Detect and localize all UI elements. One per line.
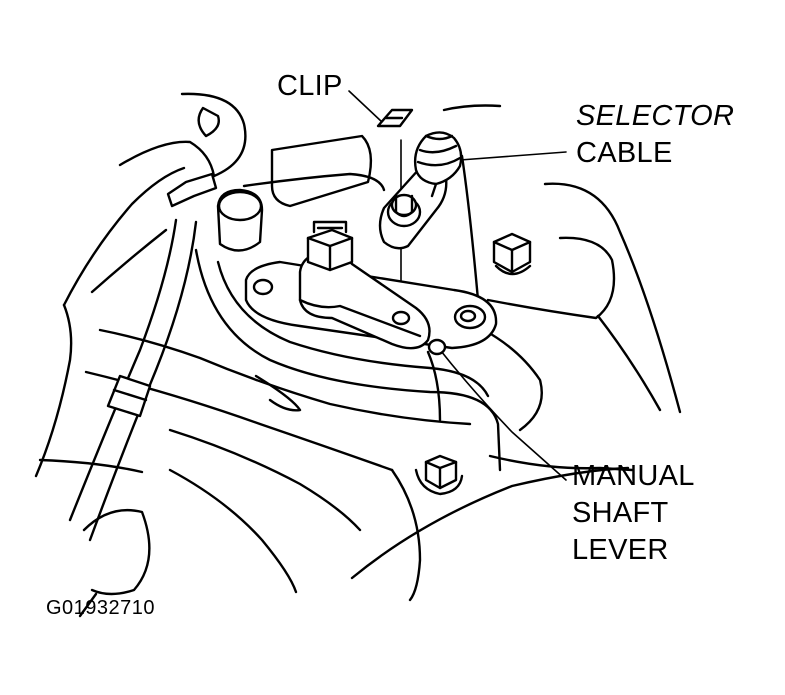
bolt-upper-right — [492, 232, 532, 276]
shaft-label: SHAFT — [572, 497, 669, 529]
lever-nut — [306, 220, 354, 272]
figure-id: G01932710 — [46, 597, 156, 619]
manual-shaft-lever-part — [244, 250, 498, 356]
clip-label: CLIP — [277, 70, 343, 102]
selector-label: SELECTOR — [576, 100, 735, 132]
lever-label: LEVER — [572, 534, 669, 566]
round-boss — [216, 188, 264, 252]
bolt-lower — [414, 454, 464, 496]
pipe — [68, 172, 218, 542]
selector-cable-part — [378, 131, 463, 250]
manual-label: MANUAL — [572, 460, 695, 492]
housing-outline — [34, 92, 682, 618]
clip-part — [376, 108, 414, 128]
cable-label: CABLE — [576, 137, 673, 169]
